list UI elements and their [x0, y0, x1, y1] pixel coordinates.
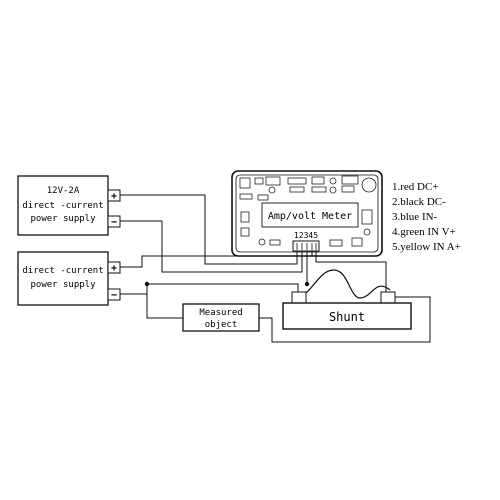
junction-dots: [144, 281, 310, 287]
shunt-right-terminal: [380, 291, 396, 304]
legend-item-4: 4.green IN V+: [392, 226, 456, 238]
legend-item-3: 3.blue IN-: [392, 211, 438, 223]
meter-connector: [292, 240, 320, 252]
power-supply-2-positive-terminal: +: [111, 263, 117, 274]
power-supply-1-line3: power supply: [30, 214, 96, 224]
meter-pin-numbers: 12345: [294, 231, 318, 240]
power-supply-1-negative-terminal: −: [111, 217, 117, 228]
legend-item-5: 5.yellow IN A+: [392, 241, 461, 253]
amp-volt-meter: Amp/volt Meter 12345: [231, 170, 383, 257]
wire-a-positive: [315, 251, 387, 292]
wire-dc-negative: [120, 220, 303, 273]
power-supply-2-line1: direct -current: [22, 266, 103, 276]
legend-item-1: 1.red DC+: [392, 181, 439, 193]
wire-dc-positive: [120, 194, 298, 265]
wire-load-return: [259, 296, 431, 343]
power-supply-1-line1: 12V-2A: [47, 186, 80, 196]
power-supply-2-line2: power supply: [30, 280, 96, 290]
power-supply-1-positive-terminal: +: [111, 191, 117, 202]
legend-item-2: 2.black DC-: [392, 196, 446, 208]
shunt-label: Shunt: [329, 310, 365, 324]
power-supply-2: direct -current power supply + −: [17, 251, 121, 306]
measured-object-line2: object: [205, 320, 238, 330]
meter-circuit-components: [239, 175, 377, 247]
power-supply-1: 12V-2A direct -current power supply + −: [17, 175, 121, 236]
meter-label: Amp/volt Meter: [268, 211, 352, 222]
power-supply-1-line2: direct -current: [22, 201, 103, 211]
measured-object-line1: Measured: [199, 308, 242, 318]
shunt-wave: [299, 269, 391, 299]
shunt: Shunt: [282, 269, 412, 330]
measured-object: Measured object: [182, 303, 260, 332]
shunt-left-terminal: [291, 291, 307, 304]
wire-color-legend: 1.red DC+ 2.black DC- 3.blue IN- 4.green…: [392, 181, 461, 253]
wire-v-positive: [120, 251, 313, 268]
power-supply-2-negative-terminal: −: [111, 290, 117, 301]
wire-to-measured-object: [146, 284, 183, 319]
